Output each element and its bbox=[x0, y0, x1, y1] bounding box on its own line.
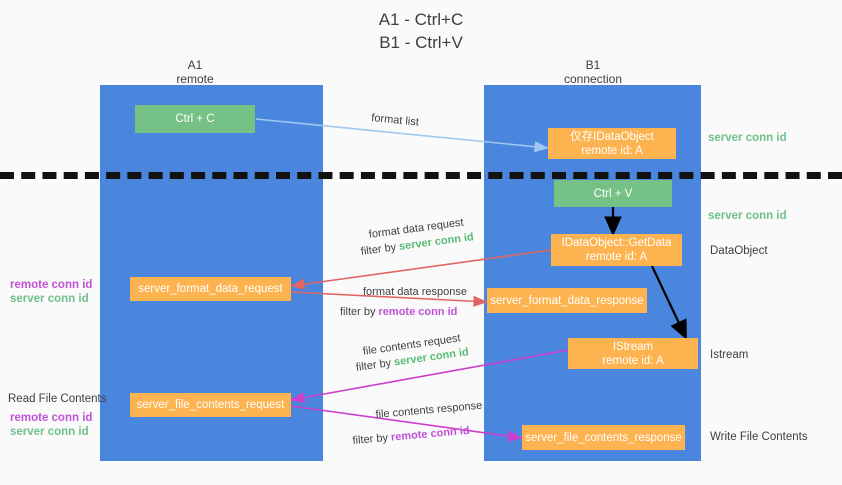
server-format-data-request-label: server_format_data_request bbox=[138, 283, 283, 295]
server-file-contents-request-box[interactable]: server_file_contents_request bbox=[130, 393, 291, 417]
istream-line2: remote id: A bbox=[602, 354, 664, 367]
edge-label-format-data-response: format data response bbox=[363, 285, 467, 299]
format-list-text: format list bbox=[370, 111, 420, 129]
server-file-contents-request-label: server_file_contents_request bbox=[136, 399, 285, 411]
file-contents-response-text: file contents response bbox=[375, 399, 483, 421]
getdata-line1: IDataObject::GetData bbox=[561, 237, 672, 249]
filter-prefix: filter by bbox=[355, 356, 395, 374]
idataobject-store-box[interactable]: 仅存IDataObject remote id: A bbox=[548, 128, 676, 159]
idataobject-store-line1: 仅存IDataObject bbox=[570, 130, 654, 143]
getdata-box[interactable]: IDataObject::GetData remote id: A bbox=[551, 234, 682, 266]
left-label-remote-conn-id-2: remote conn id bbox=[10, 412, 93, 424]
left-label-server-conn-id-2: server conn id bbox=[10, 426, 89, 438]
filter-key-remote-conn-id: remote conn id bbox=[378, 306, 458, 318]
a1-panel-title: A1 bbox=[187, 58, 203, 72]
server-format-data-response-label: server_format_data_response bbox=[490, 294, 644, 307]
left-label-remote-conn-id-1: remote conn id bbox=[10, 279, 93, 291]
ctrl-c-box[interactable]: Ctrl + C bbox=[135, 105, 255, 133]
server-format-data-response-box[interactable]: server_format_data_response bbox=[487, 288, 647, 313]
b1-panel-title: B1 bbox=[585, 58, 601, 72]
title-line-2: B1 - Ctrl+V bbox=[379, 33, 463, 52]
ctrl-v-box[interactable]: Ctrl + V bbox=[554, 180, 672, 207]
left-label-read-file-contents: Read File Contents bbox=[8, 393, 107, 405]
right-label-istream: Istream bbox=[710, 349, 749, 361]
page-title: A1 - Ctrl+C B1 - Ctrl+V bbox=[0, 8, 842, 54]
b1-panel-header: B1 connection bbox=[538, 58, 648, 86]
istream-box[interactable]: IStream remote id: A bbox=[568, 338, 698, 369]
format-data-response-text: format data response bbox=[363, 286, 467, 298]
idataobject-store-line2: remote id: A bbox=[581, 144, 643, 157]
ctrl-c-label: Ctrl + C bbox=[175, 113, 215, 125]
filter-prefix: filter by bbox=[352, 431, 392, 447]
left-label-server-conn-id-1: server conn id bbox=[10, 293, 89, 305]
getdata-line2: remote id: A bbox=[585, 251, 648, 263]
title-line-1: A1 - Ctrl+C bbox=[378, 10, 464, 29]
edge-label-format-data-response-filter: filter by remote conn id bbox=[340, 305, 457, 319]
server-format-data-request-box[interactable]: server_format_data_request bbox=[130, 277, 291, 301]
ctrl-v-label: Ctrl + V bbox=[593, 187, 633, 200]
filter-prefix: filter by bbox=[340, 306, 379, 318]
server-file-contents-response-box[interactable]: server_file_contents_response bbox=[522, 425, 685, 450]
right-label-dataobject: DataObject bbox=[710, 245, 768, 257]
filter-key-remote-conn-id: remote conn id bbox=[390, 424, 471, 444]
edge-label-file-contents-response-filter: filter by remote conn id bbox=[352, 424, 470, 448]
a1-panel-header: A1 remote bbox=[140, 58, 250, 86]
b1-panel-subtitle: connection bbox=[563, 72, 623, 86]
right-label-server-conn-id-mid: server conn id bbox=[708, 210, 787, 222]
a1-panel-subtitle: remote bbox=[176, 72, 214, 86]
right-label-write-file-contents: Write File Contents bbox=[710, 431, 808, 443]
right-label-server-conn-id-top: server conn id bbox=[708, 132, 787, 144]
istream-line1: IStream bbox=[612, 340, 654, 353]
server-file-contents-response-label: server_file_contents_response bbox=[525, 431, 682, 444]
edge-label-file-contents-response: file contents response bbox=[375, 399, 483, 422]
phase-divider bbox=[0, 172, 842, 179]
filter-prefix: filter by bbox=[360, 240, 400, 258]
edge-label-format-list: format list bbox=[371, 111, 420, 130]
